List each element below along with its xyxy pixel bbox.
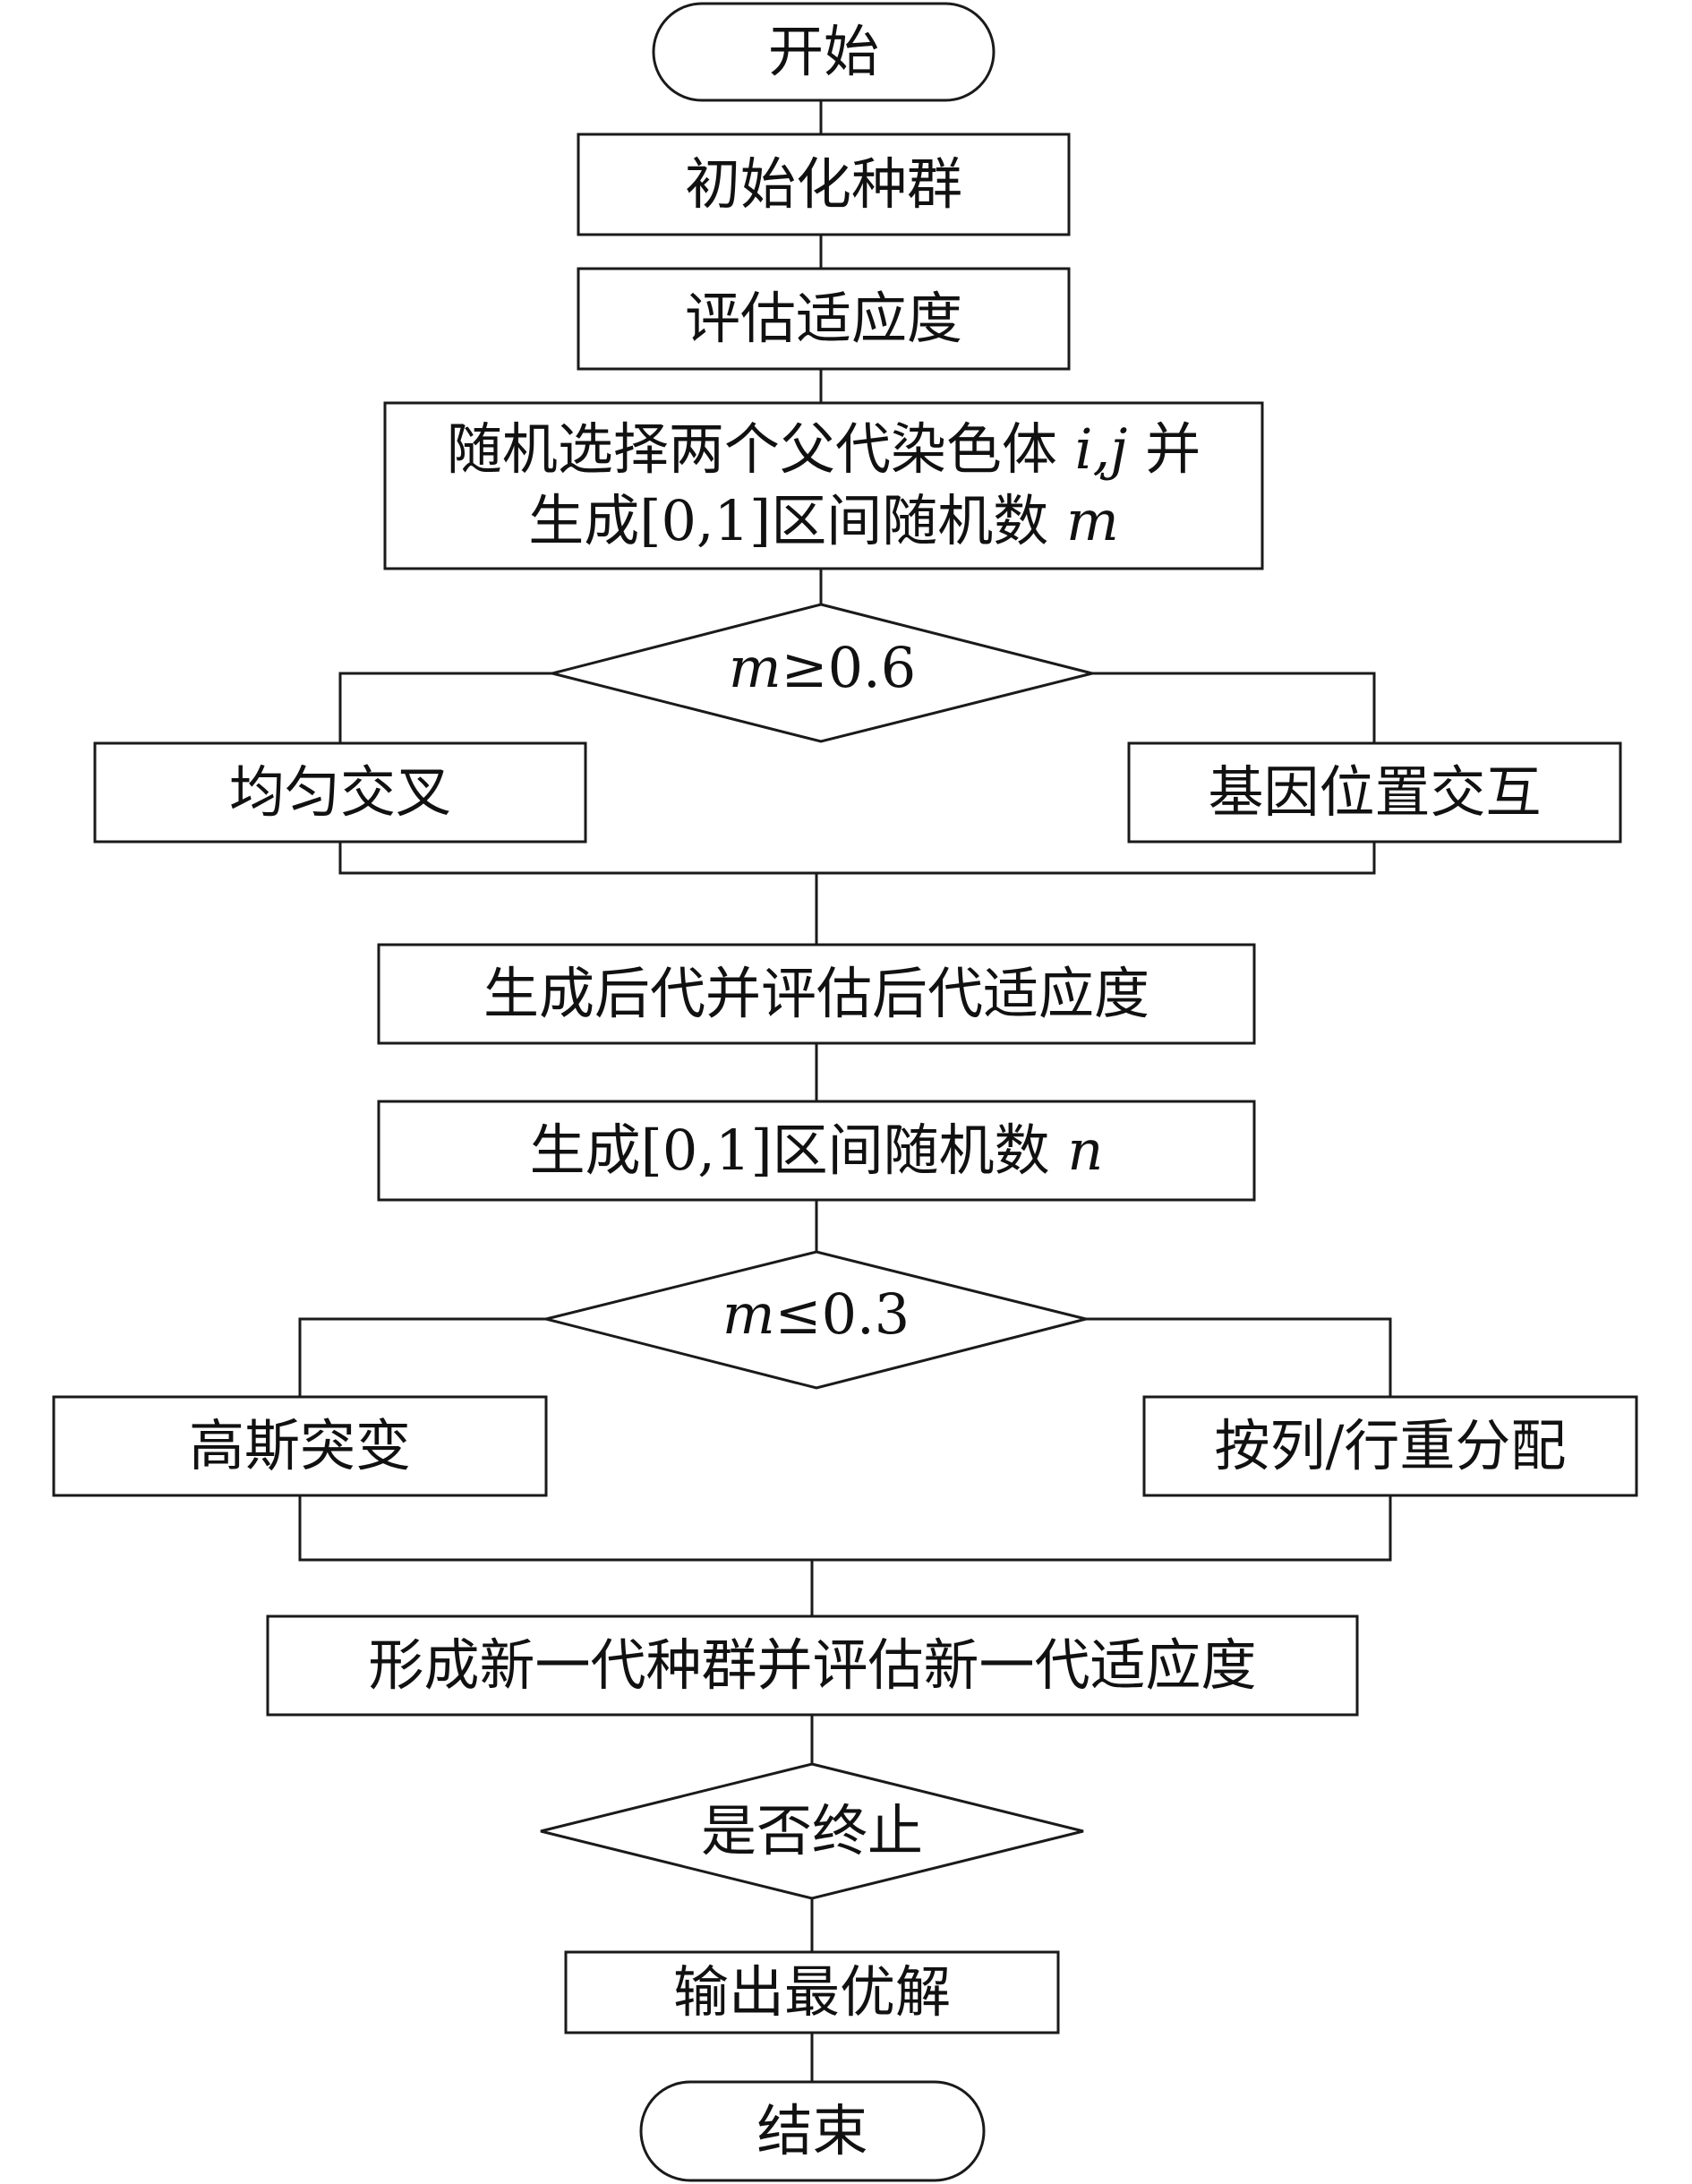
select-parents-line2: 生成[0,1]区间随机数 m — [385, 485, 1262, 557]
decision-mutation-var: m — [722, 1281, 775, 1347]
decision-crossover-value: 0.6 — [827, 635, 917, 700]
select-parents-line2-text: 生成[0,1]区间随机数 — [528, 488, 1049, 553]
new-generation-label: 形成新一代种群并评估新一代适应度 — [268, 1630, 1357, 1701]
connector-decision1-right — [1092, 672, 1376, 743]
parent-index-variable: i,j — [1074, 416, 1128, 482]
new-generation-box — [266, 1614, 1359, 1717]
gene-position-swap-label: 基因位置交互 — [1129, 757, 1620, 828]
init-population-box — [577, 133, 1071, 236]
generate-offspring-label: 生成后代并评估后代适应度 — [379, 958, 1254, 1030]
gaussian-mutation-label: 高斯突变 — [54, 1410, 546, 1482]
select-parents-label: 随机选择两个父代染色体 i,j 并 生成[0,1]区间随机数 m — [385, 414, 1262, 557]
decision-mutation-label: m≤0.3 — [546, 1279, 1086, 1350]
gaussian-mutation-text: 高斯突变 — [188, 1413, 411, 1478]
decision-crossover-op: ≥ — [781, 635, 828, 700]
connectors — [298, 100, 1392, 2082]
decision-crossover-diamond — [551, 603, 1093, 743]
connector-merge1 — [338, 842, 1376, 875]
connector-decision2-left — [298, 1317, 546, 1397]
select-parents-line1: 随机选择两个父代染色体 i,j 并 — [385, 414, 1262, 485]
gene-position-swap-box — [1127, 741, 1622, 844]
random-m-variable: m — [1065, 488, 1119, 553]
generate-offspring-box — [377, 943, 1256, 1045]
output-best-box — [564, 1950, 1060, 2034]
evaluate-fitness-label: 评估适应度 — [578, 283, 1069, 355]
gaussian-mutation-box — [52, 1395, 548, 1497]
select-parents-line1-text: 随机选择两个父代染色体 — [446, 416, 1057, 482]
output-best-text: 输出最优解 — [672, 1959, 951, 2025]
select-parents-box — [383, 401, 1264, 570]
terminate-decision-text: 是否终止 — [700, 1798, 923, 1863]
connector-merge2 — [298, 1495, 1392, 1562]
connector-decision2-right — [1086, 1317, 1392, 1397]
init-population-label: 初始化种群 — [578, 149, 1069, 220]
generate-offspring-text: 生成后代并评估后代适应度 — [483, 961, 1149, 1026]
uniform-crossover-label: 均匀交叉 — [95, 757, 585, 828]
new-generation-text: 形成新一代种群并评估新一代适应度 — [368, 1632, 1257, 1698]
evaluate-fitness-box — [577, 267, 1071, 371]
decision-mutation-op: ≤ — [774, 1281, 822, 1347]
decision-crossover-label: m≥0.6 — [552, 632, 1092, 704]
end-terminator-shape — [639, 2080, 986, 2182]
init-population-text: 初始化种群 — [684, 151, 962, 217]
decision-crossover-var: m — [728, 635, 782, 700]
evaluate-fitness-text: 评估适应度 — [684, 286, 962, 351]
terminate-decision-diamond — [540, 1762, 1084, 1900]
start-text: 开始 — [767, 19, 879, 84]
gene-position-swap-text: 基因位置交互 — [1208, 759, 1542, 825]
random-n-text: 生成[0,1]区间随机数 — [529, 1118, 1050, 1183]
random-n-variable: n — [1067, 1118, 1104, 1183]
decision-mutation-value: 0.3 — [821, 1281, 910, 1347]
uniform-crossover-text: 均匀交叉 — [228, 759, 451, 825]
end-text: 结束 — [756, 2098, 868, 2163]
uniform-crossover-box — [93, 741, 587, 844]
start-terminator-shape — [652, 2, 996, 102]
row-col-redistribute-box — [1142, 1395, 1638, 1497]
select-parents-line1-suffix: 并 — [1145, 416, 1201, 482]
connector-decision1-left — [338, 672, 552, 743]
terminate-decision-label: 是否终止 — [541, 1795, 1083, 1867]
end-label: 结束 — [641, 2095, 984, 2167]
start-label: 开始 — [654, 16, 994, 88]
decision-mutation-diamond — [545, 1250, 1087, 1390]
random-n-box — [377, 1100, 1256, 1202]
row-col-redistribute-label: 按列/行重分配 — [1144, 1410, 1636, 1482]
row-col-redistribute-text: 按列/行重分配 — [1214, 1413, 1567, 1478]
output-best-label: 输出最优解 — [566, 1957, 1058, 2028]
random-n-label: 生成[0,1]区间随机数 n — [379, 1115, 1254, 1186]
